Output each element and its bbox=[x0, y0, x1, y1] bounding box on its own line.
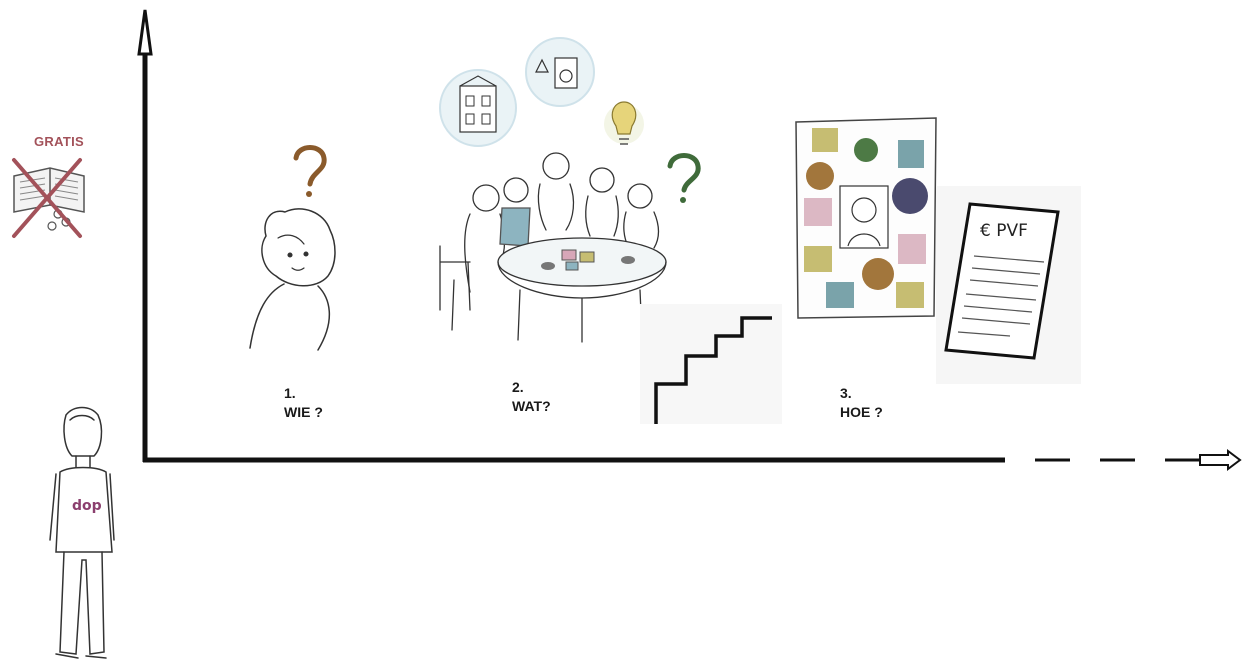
thinking-person-illustration bbox=[249, 208, 336, 351]
step-number: 2. bbox=[512, 379, 524, 395]
step-3-label: 3. HOE ? bbox=[840, 384, 883, 422]
planning-board-illustration bbox=[795, 117, 937, 319]
step-2-label: 2. WAT? bbox=[512, 378, 551, 416]
up-arrow-icon bbox=[137, 9, 153, 56]
shirt-logo: dop bbox=[72, 498, 102, 514]
standing-person-figure: dop bbox=[49, 406, 115, 659]
pvf-document-icon: € PVF bbox=[936, 186, 1081, 384]
thought-bubble-building bbox=[439, 69, 517, 147]
step-1-label: 1. WIE ? bbox=[284, 384, 323, 422]
horizontal-axis bbox=[143, 449, 1242, 471]
lightbulb-icon bbox=[604, 101, 644, 145]
step-question: WIE ? bbox=[284, 404, 323, 420]
question-mark-icon bbox=[667, 153, 701, 203]
step-question: HOE ? bbox=[840, 404, 883, 420]
step-number: 3. bbox=[840, 385, 852, 401]
gratis-label: GRATIS bbox=[34, 134, 84, 149]
group-meeting-illustration bbox=[439, 152, 667, 343]
crossed-booklet-icon bbox=[12, 158, 85, 238]
thought-bubble-appliance bbox=[525, 37, 595, 107]
vertical-axis bbox=[137, 9, 153, 462]
step-number: 1. bbox=[284, 385, 296, 401]
staircase-icon bbox=[640, 304, 782, 424]
right-arrow-icon bbox=[1199, 449, 1242, 471]
step-question: WAT? bbox=[512, 398, 551, 414]
document-label: € PVF bbox=[980, 221, 1028, 241]
question-mark-icon bbox=[293, 145, 327, 197]
